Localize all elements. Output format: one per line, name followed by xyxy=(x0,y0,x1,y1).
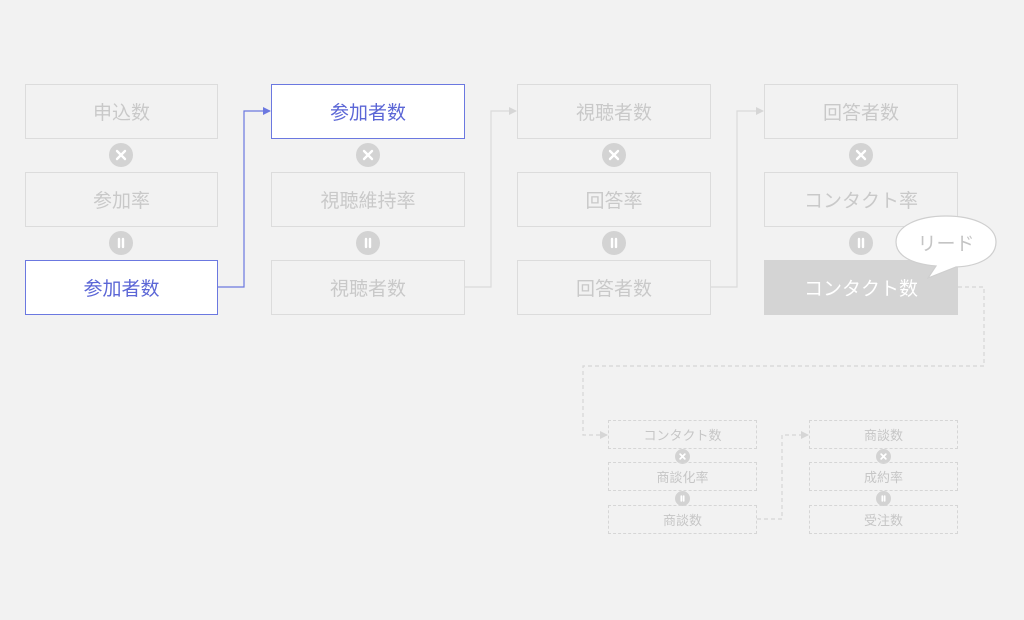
equals-icon xyxy=(876,491,891,506)
stage-3-box-1: 視聴者数 xyxy=(517,84,711,139)
equals-icon xyxy=(675,491,690,506)
lead-speech-bubble xyxy=(895,215,997,280)
sub-2-box-2: 成約率 xyxy=(809,462,958,491)
sub-2-box-1: 商談数 xyxy=(809,420,958,449)
lead-label: リード xyxy=(917,232,975,255)
connector-1-2 xyxy=(218,107,271,288)
sub-1-box-1: コンタクト数 xyxy=(608,420,757,449)
stage-4-box-3: コンタクト数 xyxy=(764,260,958,315)
stage-3-box-3: 回答者数 xyxy=(517,260,711,315)
stage-3-box-2: 回答率 xyxy=(517,172,711,227)
connector-4-sub xyxy=(582,286,985,439)
multiply-icon xyxy=(356,143,380,167)
equals-icon xyxy=(356,231,380,255)
connector-2-3 xyxy=(465,107,517,288)
sub-2-box-3: 受注数 xyxy=(809,505,958,534)
multiply-icon xyxy=(675,449,690,464)
sub-1-box-3: 商談数 xyxy=(608,505,757,534)
stage-2-box-1: 参加者数 xyxy=(271,84,465,139)
connector-sub-1-2 xyxy=(757,431,809,520)
equals-icon xyxy=(109,231,133,255)
connector-3-4 xyxy=(711,107,764,288)
stage-1-box-2: 参加率 xyxy=(25,172,218,227)
stage-2-box-3: 視聴者数 xyxy=(271,260,465,315)
sub-1-box-2: 商談化率 xyxy=(608,462,757,491)
stage-1-box-1: 申込数 xyxy=(25,84,218,139)
multiply-icon xyxy=(602,143,626,167)
stage-4-box-1: 回答者数 xyxy=(764,84,958,139)
multiply-icon xyxy=(849,143,873,167)
stage-2-box-2: 視聴維持率 xyxy=(271,172,465,227)
multiply-icon xyxy=(109,143,133,167)
stage-1-box-3: 参加者数 xyxy=(25,260,218,315)
stage-4-box-2: コンタクト率 xyxy=(764,172,958,227)
multiply-icon xyxy=(876,449,891,464)
equals-icon xyxy=(602,231,626,255)
equals-icon xyxy=(849,231,873,255)
